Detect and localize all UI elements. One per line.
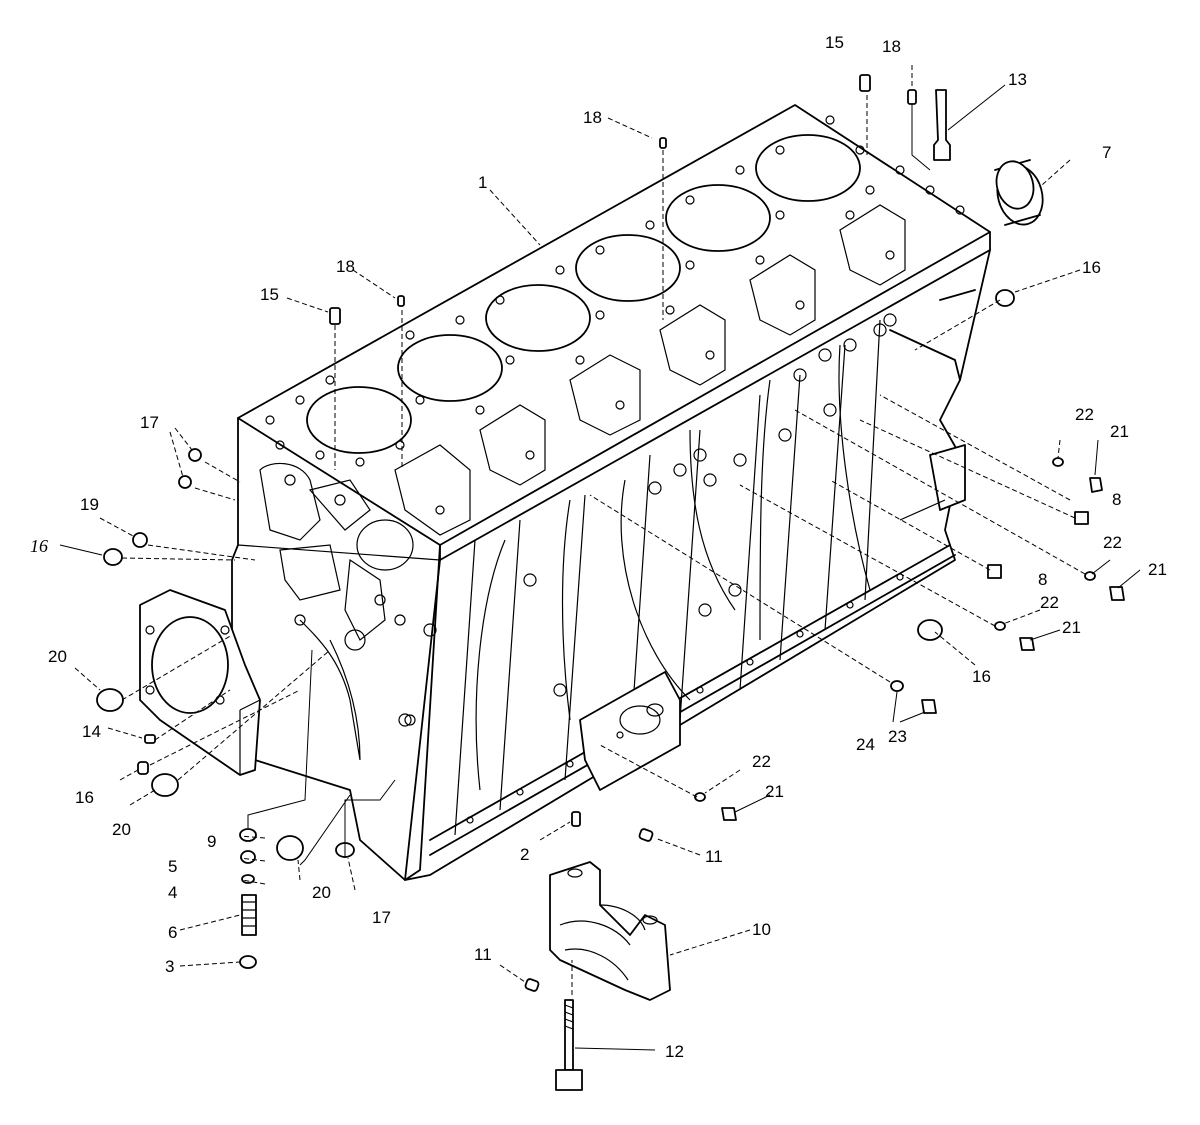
callout-13: 13 <box>1008 70 1027 89</box>
callout-18-left: 18 <box>336 257 355 276</box>
callout-14: 14 <box>82 722 101 741</box>
callout-15-top: 15 <box>825 33 844 52</box>
callout-18-top: 18 <box>882 37 901 56</box>
callout-21-b: 21 <box>1148 560 1167 579</box>
callout-19: 19 <box>80 495 99 514</box>
callout-18-middle: 18 <box>583 108 602 127</box>
leader-lines <box>59 65 1141 1051</box>
callout-8-upper: 8 <box>1112 490 1121 509</box>
callout-16-left-top: 16 <box>30 536 48 556</box>
callout-20-bottom: 20 <box>312 883 331 902</box>
callout-22-d: 22 <box>752 752 771 771</box>
callout-1: 1 <box>478 173 487 192</box>
callout-17-top: 17 <box>140 413 159 432</box>
callout-8-lower: 8 <box>1038 570 1047 589</box>
callout-24: 24 <box>856 735 875 754</box>
callout-16-right-bottom: 16 <box>972 667 991 686</box>
main-bearing-cap <box>549 861 671 1001</box>
callout-11-upper: 11 <box>705 847 723 866</box>
callout-10: 10 <box>752 920 771 939</box>
callout-16-right-top: 16 <box>1082 258 1101 277</box>
callout-15-left: 15 <box>260 285 279 304</box>
callout-21-d: 21 <box>765 782 784 801</box>
callout-21-a: 21 <box>1110 422 1129 441</box>
callout-20-lower-left: 20 <box>112 820 131 839</box>
callout-22-a: 22 <box>1075 405 1094 424</box>
callout-16-left-bottom: 16 <box>75 788 94 807</box>
callout-7: 7 <box>1102 143 1111 162</box>
callout-6: 6 <box>168 923 177 942</box>
callout-23: 23 <box>888 727 907 746</box>
callout-4: 4 <box>168 883 177 902</box>
callout-20-left: 20 <box>48 647 67 666</box>
callout-labels: 1 2 3 4 5 6 7 8 8 9 10 11 11 12 13 14 15… <box>30 33 1167 1061</box>
callout-22-b: 22 <box>1103 533 1122 552</box>
callout-22-c: 22 <box>1040 593 1059 612</box>
callout-21-c: 21 <box>1062 618 1081 637</box>
callout-3: 3 <box>165 957 174 976</box>
callout-9: 9 <box>207 832 216 851</box>
callout-17-bottom: 17 <box>372 908 391 927</box>
small-parts <box>96 74 1125 1091</box>
callout-12: 12 <box>665 1042 684 1061</box>
engine-block <box>139 104 991 881</box>
callout-11-lower: 11 <box>474 945 492 964</box>
sleeve-ring <box>994 159 1044 226</box>
callout-2: 2 <box>520 845 529 864</box>
callout-5: 5 <box>168 857 177 876</box>
